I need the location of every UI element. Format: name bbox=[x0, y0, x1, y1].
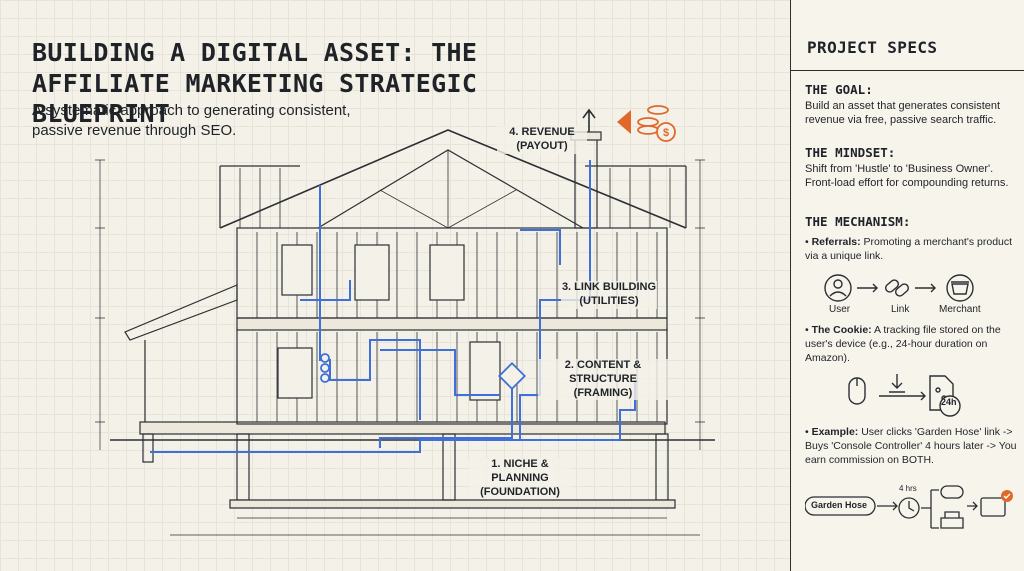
svg-text:$: $ bbox=[663, 127, 669, 139]
coin-stack-icon bbox=[637, 105, 676, 142]
mechanism-heading: THE MECHANISM: bbox=[805, 214, 911, 229]
project-specs-panel: PROJECT SPECS THE GOAL: Build an asset t… bbox=[790, 0, 1024, 571]
wallet-icon bbox=[980, 497, 1006, 517]
link-icon bbox=[885, 279, 909, 297]
blueprint-grid-background bbox=[0, 0, 790, 571]
cookie-label: The Cookie: bbox=[811, 324, 872, 336]
pipe-main bbox=[150, 380, 636, 453]
foundation-footing-left bbox=[236, 433, 250, 501]
porch-roof bbox=[124, 284, 238, 341]
house-blueprint-diagram: $ bbox=[95, 105, 715, 536]
page-title: BUILDING A DIGITAL ASSET: THE AFFILIATE … bbox=[32, 38, 478, 128]
goal-heading: THE GOAL: bbox=[805, 82, 873, 97]
specs-title: PROJECT SPECS bbox=[807, 38, 938, 57]
example-time-label: 4 hrs bbox=[899, 484, 917, 493]
referrals-text: Promoting a merchant's product via a uni… bbox=[805, 236, 1013, 262]
flow-user-label: User bbox=[829, 304, 851, 315]
hose-reel-icon bbox=[940, 511, 964, 529]
footing-base bbox=[229, 499, 676, 509]
label-content-structure: 2. CONTENT & STRUCTURE (FRAMING) bbox=[538, 359, 668, 401]
example-bullet: • Example: User clicks 'Garden Hose' lin… bbox=[805, 426, 1017, 466]
example-text: User clicks 'Garden Hose' link -> Buys '… bbox=[805, 426, 1017, 466]
referrals-bullet: • Referrals: Promoting a merchant's prod… bbox=[805, 236, 1013, 262]
example-flow-icons bbox=[804, 485, 1013, 529]
commission-check-icon bbox=[1001, 490, 1013, 502]
floor-joist-band bbox=[236, 317, 668, 331]
merchant-icon bbox=[946, 274, 974, 302]
pipe-riser bbox=[519, 160, 591, 440]
mindset-text: Shift from 'Hustle' to 'Business Owner'.… bbox=[805, 163, 1009, 190]
example-label: Example: bbox=[811, 426, 859, 438]
goal-text: Build an asset that generates consistent… bbox=[805, 100, 1001, 127]
referral-flow-icons bbox=[824, 274, 974, 302]
second-floor-frame bbox=[236, 227, 668, 319]
game-controller-icon bbox=[940, 485, 964, 499]
label-niche-planning: 1. NICHE & PLANNING (FOUNDATION) bbox=[468, 458, 572, 500]
flow-link-label: Link bbox=[891, 304, 910, 315]
cookie-text: A tracking file stored on the user's dev… bbox=[805, 324, 1001, 364]
clock-icon bbox=[898, 497, 920, 519]
referral-flow: User Link Merchant bbox=[805, 270, 1019, 324]
cookie-duration-badge: 24h bbox=[941, 397, 957, 407]
user-icon bbox=[824, 274, 852, 302]
revenue-up-arrow-icon bbox=[582, 108, 596, 132]
label-link-building: 3. LINK BUILDING (UTILITIES) bbox=[561, 281, 657, 309]
download-icon bbox=[889, 374, 905, 393]
label-revenue: 4. REVENUE (PAYOUT) bbox=[497, 126, 587, 154]
specs-divider bbox=[791, 70, 1024, 71]
roof-outline bbox=[219, 129, 687, 229]
mindset-heading: THE MINDSET: bbox=[805, 145, 896, 160]
example-tag-label: Garden Hose bbox=[811, 500, 868, 510]
garden-hose-tag bbox=[804, 496, 876, 516]
foundation-slab bbox=[139, 421, 666, 435]
flow-merchant-label: Merchant bbox=[939, 304, 981, 315]
page-subtitle: A systematic approach to generating cons… bbox=[32, 102, 351, 139]
foundation-footing-mid bbox=[442, 433, 456, 501]
example-flow: Garden Hose 4 hrs bbox=[804, 484, 1019, 540]
cookie-flow-icons bbox=[848, 374, 961, 417]
foundation-footing-right bbox=[655, 433, 669, 501]
revenue-pointer-icon bbox=[617, 110, 631, 134]
referrals-label: Referrals: bbox=[811, 236, 861, 248]
cookie-flow: 24h bbox=[805, 368, 1019, 418]
cookie-bullet: • The Cookie: A tracking file stored on … bbox=[805, 324, 1001, 364]
